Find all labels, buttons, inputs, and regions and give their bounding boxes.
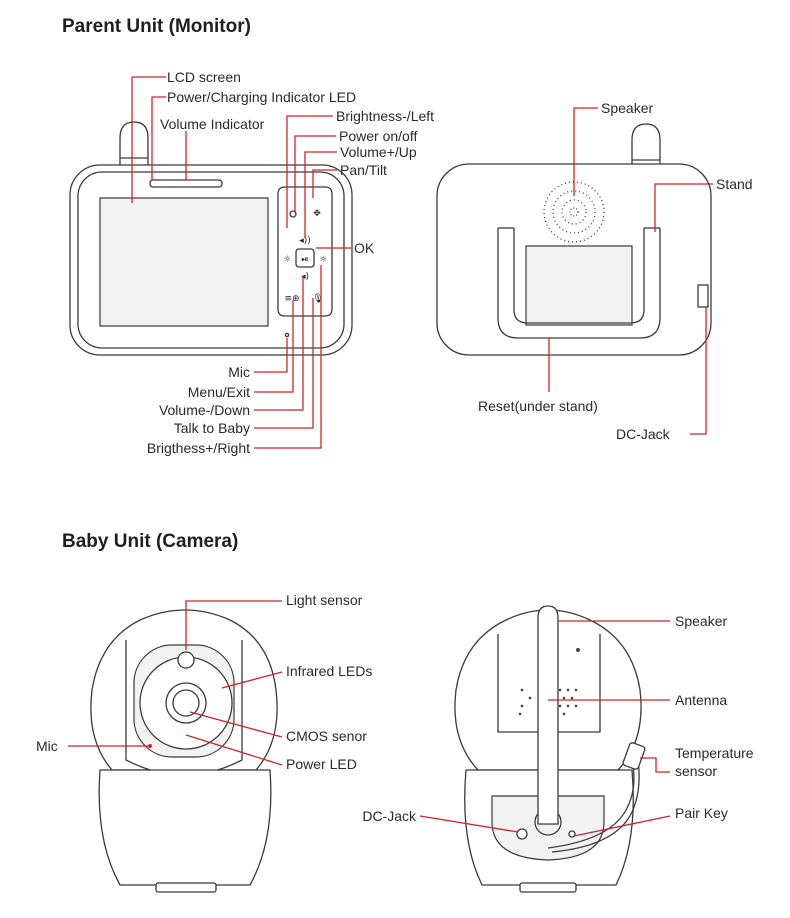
cmos-lens — [172, 689, 200, 717]
label-power-charging-led: Power/Charging Indicator LED — [167, 89, 356, 105]
label-infrared-leds: Infrared LEDs — [286, 663, 372, 679]
label-pan-tilt: Pan/Tilt — [340, 162, 387, 178]
volume-up-icon: ◂)) — [299, 236, 311, 246]
monitor-back-antenna — [631, 123, 661, 171]
antenna-shape — [537, 605, 559, 825]
label-volume-indicator: Volume Indicator — [160, 116, 265, 132]
label-lcd-screen: LCD screen — [167, 69, 241, 85]
label-back-speaker: Speaker — [601, 100, 653, 116]
monitor-back-leaders — [548, 107, 713, 435]
camera-back-illustration — [454, 605, 646, 893]
dc-jack-port — [516, 828, 528, 840]
pair-key-button[interactable] — [568, 830, 576, 838]
parent-unit-title: Parent Unit (Monitor) — [62, 16, 251, 37]
camera-back-leaders — [419, 620, 671, 837]
light-sensor-shape — [177, 651, 195, 669]
battery-cover — [525, 245, 633, 326]
volume-indicator-bar — [149, 179, 223, 188]
camera-back-speaker-grille — [518, 648, 580, 716]
label-mic: Mic — [228, 364, 250, 380]
label-camera-mic: Mic — [36, 738, 58, 754]
label-temperature-line2: sensor — [675, 763, 717, 779]
pan-tilt-icon: ✥ — [313, 209, 321, 219]
stand-shape — [497, 228, 661, 339]
dc-jack-shape — [697, 284, 709, 308]
monitor-front-illustration: ✥ ⏯ ◂)) ◂) ☼ ☼ ≡⊕ 🎙 — [69, 121, 353, 356]
label-stand: Stand — [716, 176, 753, 192]
label-reset: Reset(under stand) — [478, 398, 598, 414]
camera-base — [98, 769, 272, 886]
control-panel — [277, 186, 333, 317]
label-temperature-line1: Temperature — [675, 745, 754, 761]
monitor-back-illustration — [436, 123, 712, 356]
brightness-minus-icon: ☼ — [283, 255, 291, 265]
label-camera-dc-jack: DC-Jack — [362, 808, 417, 824]
monitor-antenna — [119, 121, 149, 169]
brightness-plus-icon: ☼ — [319, 255, 327, 265]
baby-unit-title: Baby Unit (Camera) — [62, 531, 239, 552]
label-camera-speaker: Speaker — [675, 613, 727, 629]
monitor-mic-hole — [284, 332, 290, 338]
label-antenna: Antenna — [675, 692, 727, 708]
label-light-sensor: Light sensor — [286, 592, 363, 608]
camera-front-illustration — [90, 609, 278, 893]
menu-icon: ≡⊕ — [284, 294, 299, 304]
talk-icon: 🎙 — [312, 293, 323, 304]
label-back-dc-jack: DC-Jack — [616, 426, 671, 442]
temperature-sensor-shape — [622, 742, 646, 770]
ok-icon: ⏯ — [301, 255, 308, 265]
label-brightness-left: Brightness-/Left — [336, 108, 434, 124]
label-pair-key: Pair Key — [675, 805, 728, 821]
label-power-onoff: Power on/off — [339, 128, 417, 144]
camera-back-foot — [519, 882, 577, 893]
volume-down-icon: ◂) — [301, 272, 309, 282]
label-power-led: Power LED — [286, 756, 357, 772]
power-led-shape — [289, 210, 297, 218]
label-talk-to-baby: Talk to Baby — [174, 420, 250, 436]
label-cmos-sensor: CMOS senor — [286, 728, 367, 744]
camera-mic-dot — [148, 744, 152, 748]
camera-foot — [155, 882, 217, 893]
speaker-grille — [543, 181, 605, 243]
lcd-screen-shape — [99, 197, 269, 327]
cmos-lens-outer — [165, 682, 207, 724]
ok-button[interactable] — [295, 248, 315, 268]
label-volume-up: Volume+/Up — [340, 144, 417, 160]
monitor-front-leaders — [131, 76, 351, 449]
label-volume-down: Volume-/Down — [159, 402, 250, 418]
label-menu-exit: Menu/Exit — [188, 384, 250, 400]
label-ok: OK — [354, 240, 375, 256]
camera-front-leaders — [68, 600, 283, 766]
label-brightness-right: Brigthess+/Right — [147, 440, 250, 456]
temperature-cable — [547, 759, 635, 849]
